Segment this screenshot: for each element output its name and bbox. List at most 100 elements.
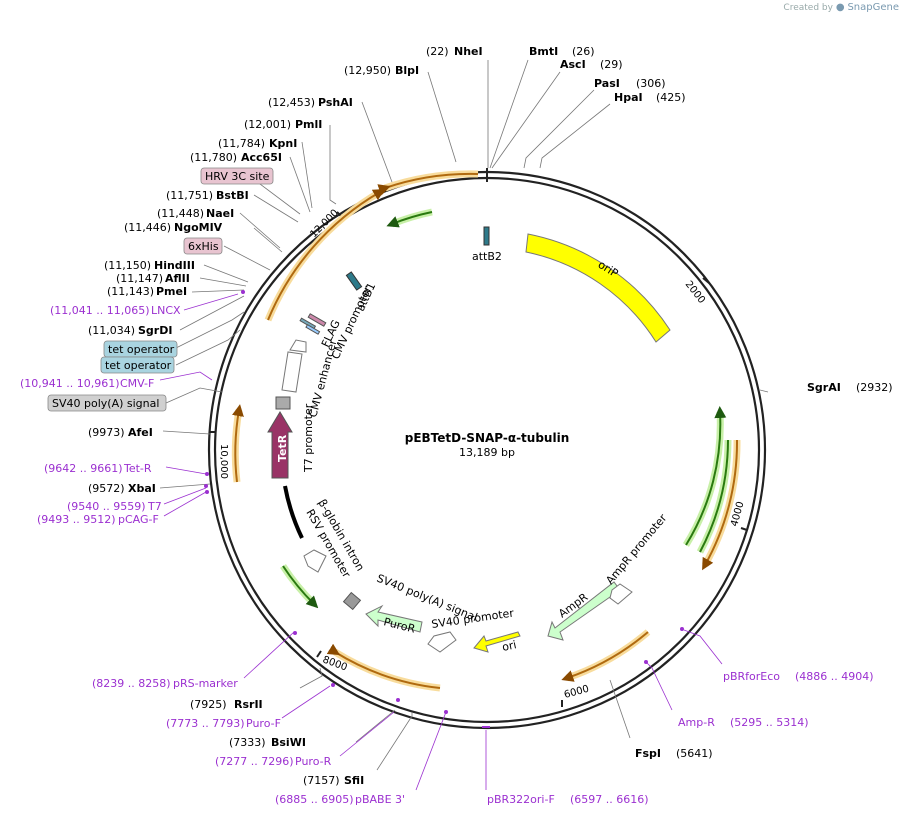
tetR-label: TetR [276, 434, 289, 462]
site-name-PshAI: PshAI [318, 96, 353, 109]
primer-name-CMV-F: CMV-F [120, 377, 154, 390]
primer-range-CMV-F: (10,941 .. 10,961) [20, 377, 120, 390]
box-sv40-polyA [47, 394, 167, 412]
site-pos-RsrII: (7925) [190, 698, 227, 711]
oriP-feature[interactable] [525, 233, 671, 343]
site-name-XbaI: XbaI [128, 482, 156, 495]
site-name-PmeI: PmeI [156, 285, 187, 298]
primer-range-pBABE: (6885 .. 6905) [275, 793, 354, 806]
primer-leaders [159, 293, 723, 791]
site-pos-FspI: (5641) [676, 747, 713, 760]
primer-range-LNCX: (11,041 .. 11,065) [50, 304, 150, 317]
ampR-feature[interactable] [547, 581, 621, 641]
snapgene-credit: Created by ● SnapGene [783, 2, 899, 13]
site-pos-PmlI: (12,001) [244, 118, 291, 131]
primer-name-LNCX: LNCX [151, 304, 181, 317]
site-name-AflII: AflII [165, 272, 190, 285]
primer-name-Puro-F: Puro-F [246, 717, 281, 730]
site-leaders [159, 59, 769, 771]
tick-label-2000: 2000 [683, 279, 707, 306]
beta-globin-feature[interactable] [283, 485, 304, 539]
orf-arcs [231, 170, 741, 692]
site-pos-AscI: (29) [600, 58, 623, 71]
site-name-Acc65I: Acc65I [241, 151, 282, 164]
primer-range-Puro-F: (7773 .. 7793) [166, 717, 245, 730]
site-pos-AfeI: (9973) [88, 426, 125, 439]
site-pos-NheI: (22) [426, 45, 449, 58]
ampR-promoter-feature[interactable] [609, 583, 633, 605]
primer-range-pRS-marker: (8239 .. 8258) [92, 677, 171, 690]
site-pos-SfiI: (7157) [303, 774, 340, 787]
attB2-label: attB2 [472, 250, 502, 263]
site-pos-NaeI: (11,448) [157, 207, 204, 220]
rsv-promoter-feature[interactable] [303, 549, 327, 573]
green-orf-arcs [280, 208, 732, 609]
site-pos-HpaI: (425) [656, 91, 686, 104]
site-pos-Acc65I: (11,780) [190, 151, 237, 164]
primer-range-pBR322ori-F: (6597 .. 6616) [570, 793, 649, 806]
site-pos-PmeI: (11,143) [107, 285, 154, 298]
primer-name-pBRforEco: pBRforEco [723, 670, 780, 683]
cmv-promoter-feature[interactable] [289, 339, 307, 353]
site-name-BmtI: BmtI [529, 45, 558, 58]
primer-name-Puro-R: Puro-R [295, 755, 332, 768]
site-pos-AflII: (11,147) [116, 272, 163, 285]
site-name-NaeI: NaeI [206, 207, 234, 220]
site-pos-BlpI: (12,950) [344, 64, 391, 77]
primer-range-pCAG-F: (9493 .. 9512) [37, 513, 116, 526]
box-tet-operator-1-text: tet operator [108, 343, 175, 356]
ori-label: ori [501, 638, 518, 654]
site-pos-PasI: (306) [636, 77, 666, 90]
sv40-polyA-inner-feature[interactable] [342, 591, 362, 611]
box-hrv-3c-site-text: HRV 3C site [205, 170, 270, 183]
site-name-NheI: NheI [454, 45, 483, 58]
site-name-HpaI: HpaI [614, 91, 643, 104]
ampR-promoter-label: AmpR promoter [603, 511, 669, 587]
attB1-feature[interactable] [345, 271, 363, 291]
site-name-BlpI: BlpI [395, 64, 419, 77]
primer-marks [204, 290, 684, 728]
primer-name-pBABE: pBABE 3' [355, 793, 405, 806]
site-name-SgrDI: SgrDI [138, 324, 172, 337]
site-pos-XbaI: (9572) [88, 482, 125, 495]
site-name-AscI: AscI [560, 58, 586, 71]
site-pos-SgrAI: (2932) [856, 381, 893, 394]
site-pos-BsiWI: (7333) [229, 736, 266, 749]
primer-name-pBR322ori-F: pBR322ori-F [487, 793, 555, 806]
site-name-KpnI: KpnI [269, 137, 297, 150]
plasmid-name: pEBTetD-SNAP-α-tubulin [405, 431, 570, 445]
box-tet-operator-2-text: tet operator [105, 359, 172, 372]
site-pos-PshAI: (12,453) [268, 96, 315, 109]
primer-name-pRS-marker: pRS-marker [173, 677, 238, 690]
attB2-feature[interactable] [483, 226, 490, 246]
cmv-enhancer-feature[interactable] [281, 351, 303, 393]
boxed-labels: HRV 3C site 6xHis tet operator tet opera… [47, 167, 274, 412]
plasmid-length: 13,189 bp [459, 446, 515, 459]
box-sv40-polyA-text: SV40 poly(A) signal [52, 397, 159, 410]
ori-feature[interactable] [473, 631, 521, 653]
primer-labels: pBRforEco (4886 .. 4904) Amp-R (5295 .. … [20, 304, 874, 806]
site-name-PasI: PasI [594, 77, 620, 90]
tick-label-6000: 6000 [563, 684, 590, 701]
sv40-promoter-feature[interactable] [427, 631, 457, 653]
site-name-PmlI: PmlI [295, 118, 322, 131]
puroR-feature[interactable] [365, 604, 423, 633]
primer-name-pCAG-F: pCAG-F [118, 513, 159, 526]
credit-brand: SnapGene [847, 2, 899, 13]
site-pos-BmtI: (26) [572, 45, 595, 58]
restriction-site-labels: (22) NheI BmtI (26) AscI (29) PasI (306)… [88, 45, 893, 787]
box-tet-operator-2 [100, 356, 175, 374]
tick-label-10000: 10,000 [218, 444, 229, 479]
site-name-SfiI: SfiI [344, 774, 364, 787]
site-pos-KpnI: (11,784) [218, 137, 265, 150]
site-pos-SgrDI: (11,034) [88, 324, 135, 337]
site-name-RsrII: RsrII [234, 698, 263, 711]
tetR-feature[interactable] [267, 411, 293, 479]
site-name-BstBI: BstBI [216, 189, 249, 202]
site-name-HindIII: HindIII [154, 259, 195, 272]
primer-name-T7: T7 [147, 500, 162, 513]
primer-range-T7: (9540 .. 9559) [67, 500, 146, 513]
t7-promoter-label: T7 promoter [302, 403, 315, 473]
site-pos-NgoMIV: (11,446) [124, 221, 171, 234]
